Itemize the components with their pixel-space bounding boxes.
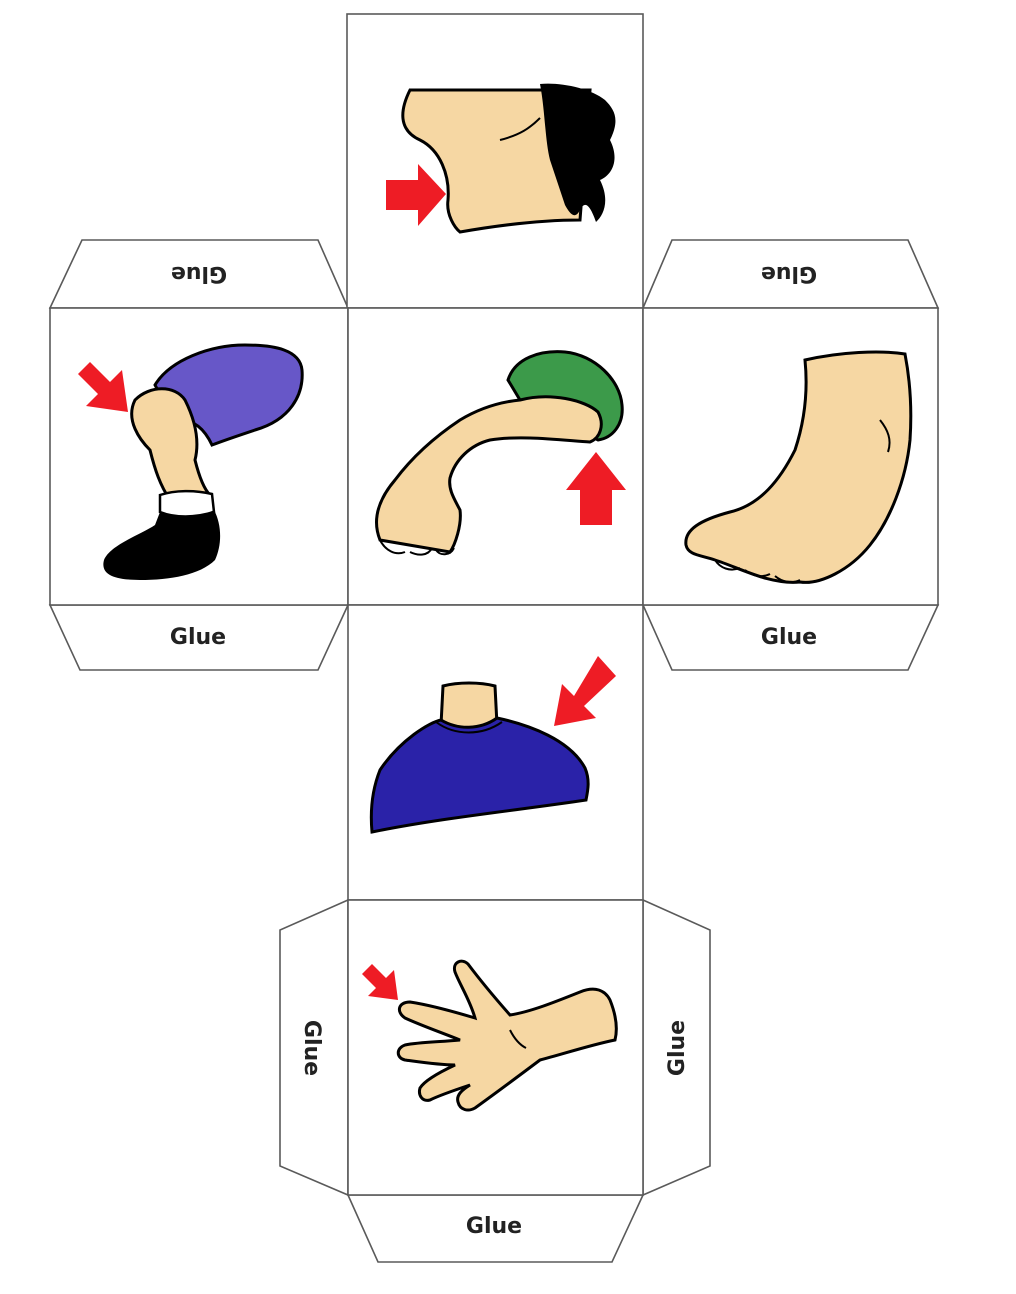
chin-arrow-icon <box>386 164 446 226</box>
elbow-picture <box>375 350 626 556</box>
chin-picture <box>386 83 616 234</box>
shoulder-arrow-icon <box>554 656 616 726</box>
elbow-arrow-icon <box>566 452 626 525</box>
glue-label-right-top: Glue <box>760 261 818 286</box>
glue-label-left-bottom: Glue <box>169 625 227 650</box>
glue-label-left-top: Glue <box>170 261 228 286</box>
glue-label-bottom-left: Glue <box>299 1019 324 1077</box>
glue-label-bottom-right: Glue <box>665 1019 690 1077</box>
hand-finger-picture <box>362 959 618 1112</box>
shoulder-picture <box>369 656 616 834</box>
foot-picture <box>684 350 913 584</box>
knee-arrow-icon <box>78 362 128 412</box>
glue-label-bottom-bottom: Glue <box>465 1214 523 1239</box>
glue-label-right-bottom: Glue <box>760 625 818 650</box>
finger-arrow-icon <box>362 964 398 1000</box>
knee-picture <box>78 343 304 580</box>
